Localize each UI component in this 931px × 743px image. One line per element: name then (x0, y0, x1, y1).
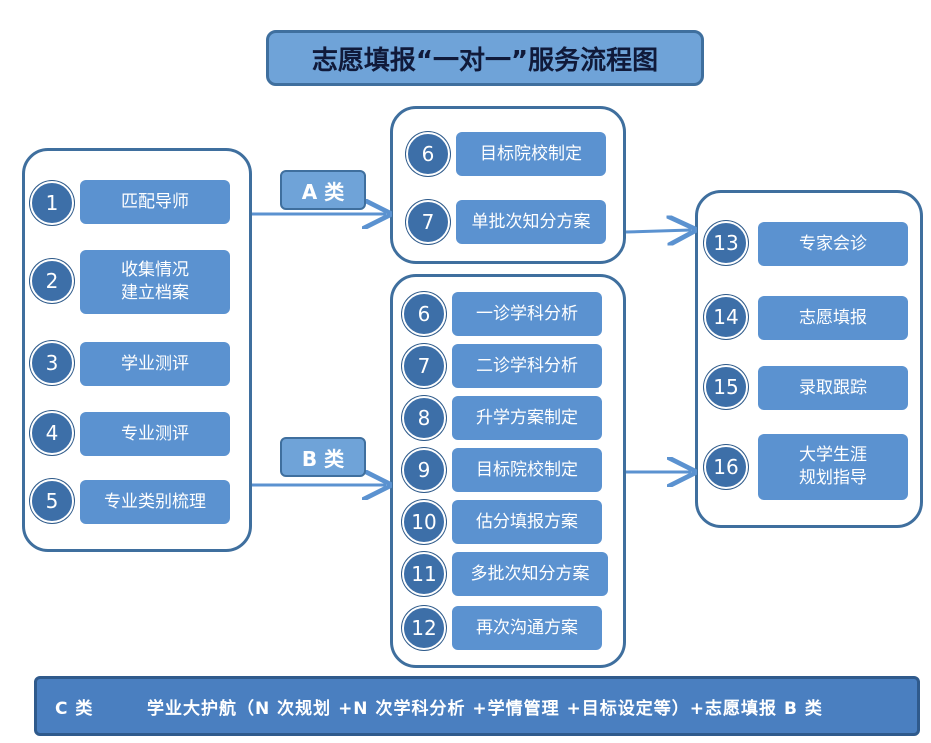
category-c-label: C 类 (55, 698, 94, 719)
step-box: 大学生涯 规划指导 (758, 434, 908, 500)
step-box: 升学方案制定 (452, 396, 602, 440)
step-number: 4 (30, 411, 74, 455)
step-number: 5 (30, 479, 74, 523)
step-box: 专业测评 (80, 412, 230, 456)
step-number: 16 (704, 445, 748, 489)
step-box: 专家会诊 (758, 222, 908, 266)
step-box: 收集情况 建立档案 (80, 250, 230, 314)
step-number: 15 (704, 365, 748, 409)
step-box: 录取跟踪 (758, 366, 908, 410)
step-box: 学业测评 (80, 342, 230, 386)
step-number: 14 (704, 295, 748, 339)
category-c-banner: C 类 学业大护航（N 次规划 +N 次学科分析 +学情管理 +目标设定等）+志… (34, 676, 920, 736)
step-box: 一诊学科分析 (452, 292, 602, 336)
category-b-label: B 类 (280, 437, 366, 477)
step-number: 13 (704, 221, 748, 265)
category-a-label: A 类 (280, 170, 366, 210)
step-box: 匹配导师 (80, 180, 230, 224)
step-box: 单批次知分方案 (456, 200, 606, 244)
step-box: 再次沟通方案 (452, 606, 602, 650)
step-box: 专业类别梳理 (80, 480, 230, 524)
step-box: 目标院校制定 (456, 132, 606, 176)
category-c-text: 学业大护航（N 次规划 +N 次学科分析 +学情管理 +目标设定等）+志愿填报 … (147, 698, 823, 719)
step-number: 10 (402, 500, 446, 544)
step-box: 估分填报方案 (452, 500, 602, 544)
arrow-a-right (625, 230, 691, 232)
step-box: 目标院校制定 (452, 448, 602, 492)
step-number: 6 (406, 132, 450, 176)
step-number: 12 (402, 606, 446, 650)
step-number: 3 (30, 341, 74, 385)
step-box: 志愿填报 (758, 296, 908, 340)
page-title: 志愿填报“一对一”服务流程图 (266, 30, 704, 86)
step-box: 多批次知分方案 (452, 552, 608, 596)
step-number: 1 (30, 181, 74, 225)
step-number: 8 (402, 396, 446, 440)
step-number: 11 (402, 552, 446, 596)
step-number: 6 (402, 292, 446, 336)
step-number: 7 (402, 344, 446, 388)
step-box: 二诊学科分析 (452, 344, 602, 388)
step-number: 7 (406, 200, 450, 244)
step-number: 9 (402, 448, 446, 492)
step-number: 2 (30, 259, 74, 303)
